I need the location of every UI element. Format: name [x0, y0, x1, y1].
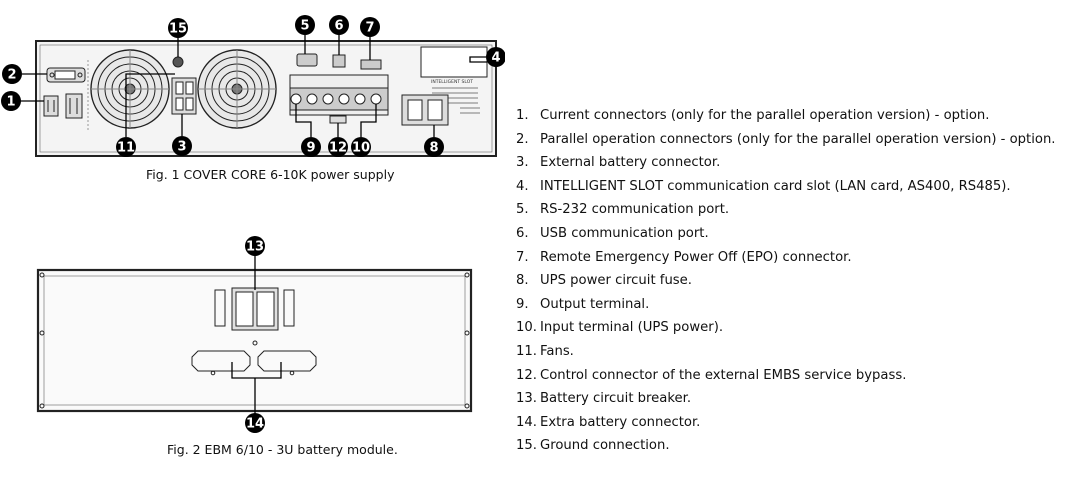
legend-item: 14.Extra battery connector.: [516, 414, 701, 430]
callout-6: 6: [329, 15, 349, 35]
svg-text:5: 5: [300, 19, 309, 34]
legend-item: 3.External battery connector.: [516, 155, 721, 171]
callout-10: 10: [351, 137, 371, 157]
legend-item: 1.Current connectors (only for the paral…: [516, 108, 990, 123]
callout-4: 4: [486, 47, 505, 67]
svg-text:2: 2: [7, 68, 16, 83]
svg-text:6: 6: [334, 19, 343, 34]
svg-text:9: 9: [306, 141, 315, 156]
svg-text:10: 10: [352, 141, 370, 156]
battery-breaker: [214, 287, 295, 346]
callout-3: 3: [172, 136, 192, 156]
svg-text:13: 13: [246, 240, 264, 255]
terminal-block: [289, 74, 389, 124]
callout-11: 11: [116, 137, 136, 157]
fan-right: [197, 49, 277, 129]
legend-item: 11.Fans.: [516, 343, 574, 359]
callout-2: 2: [2, 64, 22, 84]
svg-text:11: 11: [117, 141, 135, 156]
parallel-connectors: [46, 67, 86, 83]
leader-lines-fig2: [231, 255, 282, 415]
legend-item: 13.Battery circuit breaker.: [516, 391, 692, 407]
current-connectors: [43, 93, 83, 119]
callout-13: 13: [245, 236, 265, 256]
legend-item: 4.INTELLIGENT SLOT communication card sl…: [516, 178, 1011, 194]
ups-rear-panel: INTELLIGENT SLOT: [35, 40, 497, 157]
svg-text:8: 8: [429, 141, 438, 156]
svg-text:14: 14: [246, 417, 264, 432]
callout-15: 15: [168, 18, 188, 38]
callout-12: 12: [328, 137, 348, 157]
fan-left: [90, 49, 170, 129]
legend-item: 5.RS-232 communication port.: [516, 202, 730, 218]
callout-9: 9: [301, 137, 321, 157]
legend-item: 7.Remote Emergency Power Off (EPO) conne…: [516, 249, 852, 265]
callout-14: 14: [245, 413, 265, 433]
legend-item: 10.Input terminal (UPS power).: [516, 320, 724, 336]
leader-lines-fig1: [18, 34, 487, 137]
svg-text:15: 15: [169, 22, 187, 37]
figure-2-caption: Fig. 2 EBM 6/10 - 3U battery module.: [167, 442, 398, 457]
epo-connector: [360, 59, 382, 70]
diagram-canvas: INTELLIGENT SLOT: [1, 15, 505, 433]
rs232-port: [296, 53, 318, 67]
legend-item: 12.Control connector of the external EMB…: [516, 367, 907, 383]
legend-item: 15.Ground connection.: [516, 438, 670, 454]
callout-5: 5: [295, 15, 315, 35]
svg-text:1: 1: [6, 95, 15, 110]
svg-text:4: 4: [491, 51, 500, 66]
ground-screw: [172, 56, 184, 68]
callout-8: 8: [424, 137, 444, 157]
legend-list: 1.Current connectors (only for the paral…: [516, 104, 1056, 458]
external-battery-connector: [171, 77, 197, 115]
svg-text:3: 3: [177, 140, 186, 155]
power-fuse: [401, 94, 449, 126]
figure-1-caption: Fig. 1 COVER CORE 6-10K power supply: [146, 167, 395, 182]
legend-item: 2.Parallel operation connectors (only fo…: [516, 131, 1056, 147]
legend-item: 8.UPS power circuit fuse.: [516, 273, 692, 289]
callout-1: 1: [1, 91, 21, 111]
usb-port: [332, 54, 346, 68]
legend-item: 6.USB communication port.: [516, 225, 709, 241]
intelligent-slot-label: INTELLIGENT SLOT: [431, 79, 473, 85]
callout-7: 7: [360, 17, 380, 37]
legend-item: 9.Output terminal.: [516, 296, 650, 312]
extra-battery-connector: [191, 350, 317, 376]
svg-text:12: 12: [329, 141, 347, 156]
svg-text:7: 7: [365, 21, 374, 36]
